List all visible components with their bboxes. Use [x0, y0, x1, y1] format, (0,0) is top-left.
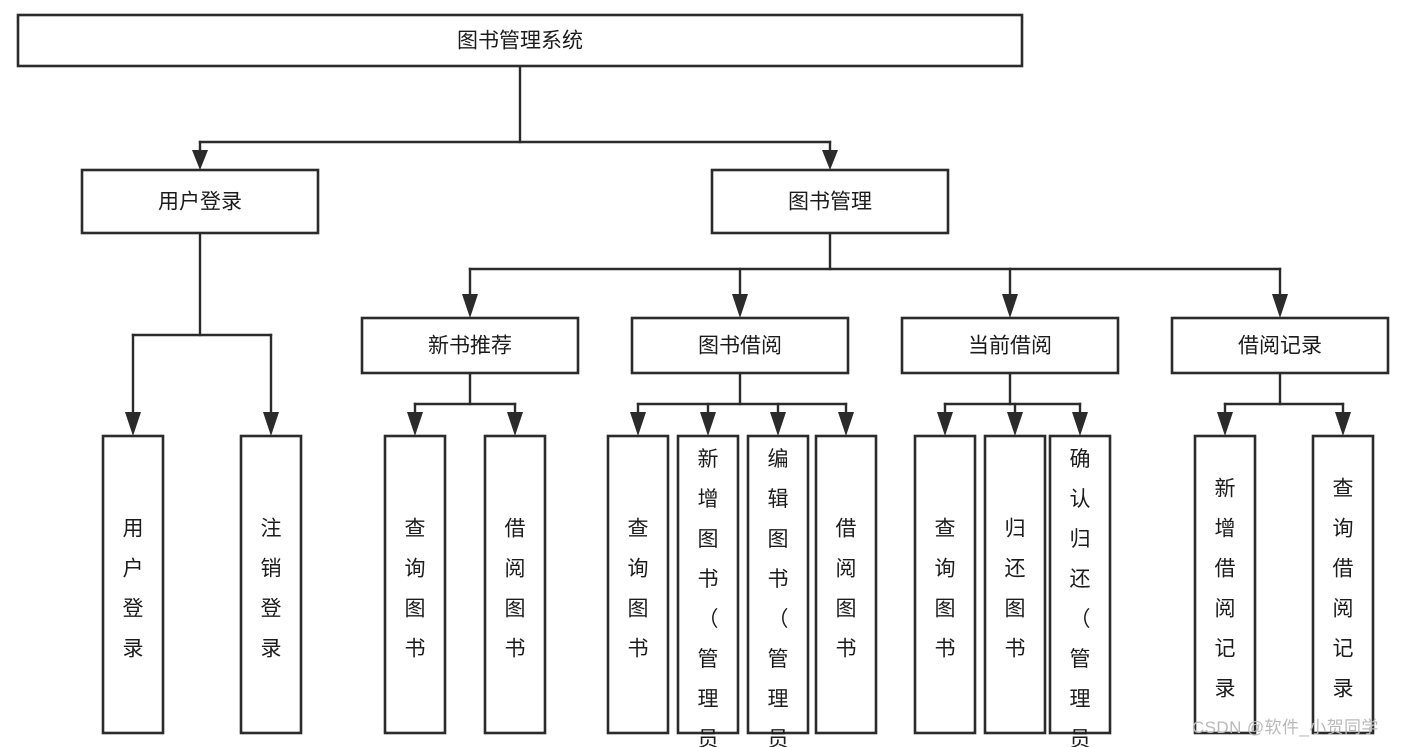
- node-leaf-logout-login-label: 注销登录: [261, 518, 282, 661]
- arrow-head-user-login: [192, 150, 208, 170]
- node-leaf-confirm-return-admin-box[interactable]: [1048, 434, 1112, 735]
- node-leaf-add-borrow-record-label: 新增借阅记录: [1215, 478, 1236, 701]
- csdn-watermark: CSDN @软件_小贺同学: [1192, 718, 1379, 737]
- node-current-borrow-box[interactable]: [900, 316, 1120, 375]
- node-book-borrow-label: 图书借阅: [698, 335, 782, 358]
- arrow-head-new-book-recommend: [462, 294, 478, 318]
- arrow-head-leaf-return-book: [1007, 412, 1023, 436]
- node-leaf-confirm-return-admin[interactable]: 确认归还（管理员）: [1048, 434, 1112, 747]
- node-user-login-box[interactable]: [80, 168, 320, 235]
- node-leaf-logout-login-box[interactable]: [239, 434, 303, 735]
- node-leaf-edit-book-admin[interactable]: 编辑图书（管理员）: [746, 434, 810, 747]
- arrow-head-book-borrow: [732, 294, 748, 318]
- node-new-book-recommend-label: 新书推荐: [428, 335, 512, 358]
- node-leaf-confirm-return-admin-label: 确认归还（管理员）: [1070, 448, 1091, 747]
- node-new-book-recommend[interactable]: 新书推荐: [360, 316, 580, 375]
- node-leaf-borrow-book-1-label: 借阅图书: [505, 518, 526, 661]
- node-borrow-record-box[interactable]: [1170, 316, 1390, 375]
- node-leaf-query-book-2-label: 查询图书: [628, 518, 649, 661]
- arrow-head-leaf-query-book-2: [630, 412, 646, 436]
- node-new-book-recommend-box[interactable]: [360, 316, 580, 375]
- node-leaf-query-borrow-record[interactable]: 查询借阅记录: [1311, 434, 1375, 735]
- connector-layer: [125, 64, 1351, 436]
- node-borrow-record[interactable]: 借阅记录: [1170, 316, 1390, 375]
- node-leaf-query-book-3-label: 查询图书: [935, 518, 956, 661]
- node-leaf-query-book-1[interactable]: 查询图书: [383, 434, 447, 735]
- arrow-head-leaf-query-borrow-record: [1335, 412, 1351, 436]
- arrow-head-leaf-borrow-book-1: [507, 412, 523, 436]
- arrow-head-leaf-borrow-book-2: [838, 412, 854, 436]
- node-leaf-query-borrow-record-box[interactable]: [1311, 434, 1375, 735]
- node-leaf-user-login-box[interactable]: [101, 434, 165, 735]
- node-borrow-record-label: 借阅记录: [1238, 335, 1322, 358]
- arrow-head-leaf-user-login: [125, 412, 141, 436]
- node-leaf-edit-book-admin-box[interactable]: [746, 434, 810, 735]
- node-leaf-return-book-label: 归还图书: [1005, 518, 1026, 661]
- node-leaf-user-login-label: 用户登录: [123, 518, 144, 661]
- node-leaf-borrow-book-1[interactable]: 借阅图书: [483, 434, 547, 735]
- node-root-box[interactable]: [16, 13, 1024, 68]
- node-leaf-add-book-admin[interactable]: 新增图书（管理员）: [676, 434, 740, 747]
- node-leaf-query-book-3-box[interactable]: [913, 434, 977, 735]
- arrow-head-borrow-record: [1272, 294, 1288, 318]
- node-book-borrow[interactable]: 图书借阅: [630, 316, 850, 375]
- arrow-head-leaf-add-book-admin: [700, 412, 716, 436]
- node-leaf-query-borrow-record-label: 查询借阅记录: [1333, 478, 1354, 701]
- node-leaf-query-book-3[interactable]: 查询图书: [913, 434, 977, 735]
- arrow-head-leaf-add-borrow-record: [1217, 412, 1233, 436]
- node-leaf-borrow-book-2-box[interactable]: [814, 434, 878, 735]
- node-book-management-label: 图书管理: [788, 191, 872, 214]
- arrow-head-leaf-edit-book-admin: [770, 412, 786, 436]
- node-user-login[interactable]: 用户登录: [80, 168, 320, 235]
- node-leaf-return-book-box[interactable]: [983, 434, 1047, 735]
- node-leaf-user-login[interactable]: 用户登录: [101, 434, 165, 735]
- node-leaf-query-book-2[interactable]: 查询图书: [606, 434, 670, 735]
- node-leaf-add-borrow-record-box[interactable]: [1193, 434, 1257, 735]
- arrow-head-leaf-query-book-3: [937, 412, 953, 436]
- node-root-label: 图书管理系统: [457, 30, 583, 53]
- node-leaf-add-borrow-record[interactable]: 新增借阅记录: [1193, 434, 1257, 735]
- node-root[interactable]: 图书管理系统: [16, 13, 1024, 68]
- node-leaf-add-book-admin-box[interactable]: [676, 434, 740, 735]
- node-leaf-borrow-book-2[interactable]: 借阅图书: [814, 434, 878, 735]
- node-book-management[interactable]: 图书管理: [710, 168, 950, 235]
- arrow-head-book-management: [822, 150, 838, 170]
- node-leaf-edit-book-admin-label: 编辑图书（管理员）: [768, 448, 789, 747]
- node-book-borrow-box[interactable]: [630, 316, 850, 375]
- node-leaf-borrow-book-2-label: 借阅图书: [836, 518, 857, 661]
- arrow-head-leaf-logout-login: [263, 412, 279, 436]
- node-leaf-borrow-book-1-box[interactable]: [483, 434, 547, 735]
- node-current-borrow-label: 当前借阅: [968, 335, 1052, 358]
- node-book-management-box[interactable]: [710, 168, 950, 235]
- node-current-borrow[interactable]: 当前借阅: [900, 316, 1120, 375]
- node-leaf-return-book[interactable]: 归还图书: [983, 434, 1047, 735]
- arrow-head-current-borrow: [1002, 294, 1018, 318]
- node-leaf-query-book-1-box[interactable]: [383, 434, 447, 735]
- node-leaf-logout-login[interactable]: 注销登录: [239, 434, 303, 735]
- arrow-head-leaf-confirm-return-admin: [1072, 412, 1088, 436]
- node-user-login-label: 用户登录: [158, 191, 242, 214]
- node-leaf-query-book-1-label: 查询图书: [405, 518, 426, 661]
- node-leaf-query-book-2-box[interactable]: [606, 434, 670, 735]
- arrow-head-leaf-query-book-1: [407, 412, 423, 436]
- node-leaf-add-book-admin-label: 新增图书（管理员）: [698, 448, 719, 747]
